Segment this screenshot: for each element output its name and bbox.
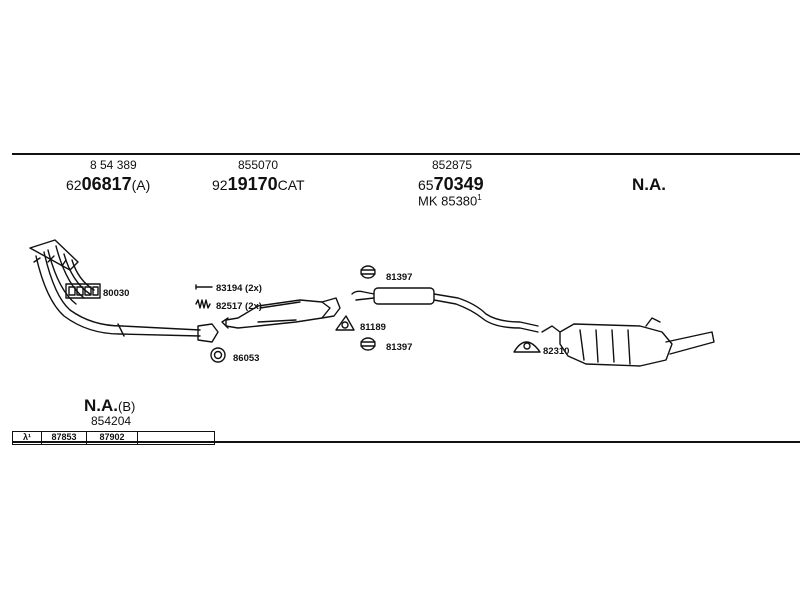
triangle-gasket (335, 315, 355, 331)
label-spring: 82517 (2x) (216, 301, 262, 312)
group2-tail: CAT (277, 177, 305, 193)
group2-ref: 855070 (238, 158, 279, 172)
label-rear-clamp: 82310 (543, 346, 570, 357)
label-gasket-mid: 81189 (360, 322, 386, 333)
label-manifold-gasket: 80030 (103, 288, 130, 299)
footer-na-text: N.A. (84, 396, 118, 415)
footer-na-tail: (B) (118, 399, 136, 414)
group2-lead: 92 (212, 177, 228, 193)
label-ring-gasket: 86053 (233, 353, 260, 364)
label-clamp-bottom: 81397 (386, 342, 413, 353)
clamp-bottom-icon (360, 337, 376, 351)
group1-part-number: 6206817(A) (66, 174, 150, 195)
top-divider (12, 153, 800, 155)
label-clamp-top: 81397 (386, 272, 413, 283)
group1-ref: 8 54 389 (90, 158, 137, 172)
group1-lead: 62 (66, 177, 82, 193)
spring-icon (195, 299, 211, 309)
group1-tail: (A) (131, 177, 151, 193)
middle-silencer (351, 287, 539, 333)
group3-mk-text: MK 85380 (418, 193, 478, 209)
group3-ref: 852875 (432, 158, 473, 172)
group3-mk-sup: 1 (477, 193, 482, 202)
lambda-table: λ¹ 87853 87902 (12, 431, 215, 445)
group3-part-number: 6570349 (418, 174, 484, 195)
group2-main: 19170 (227, 174, 278, 194)
group1-main: 06817 (81, 174, 132, 194)
manifold-gasket (65, 283, 101, 299)
group3-main: 70349 (433, 174, 484, 194)
footer-na: N.A.(B) (84, 396, 135, 416)
label-bolt: 83194 (2x) (216, 283, 262, 294)
group3-lead: 65 (418, 177, 434, 193)
group3-mk: MK 853801 (418, 193, 482, 208)
clamp-top-icon (360, 265, 376, 279)
exhaust-manifold (29, 239, 219, 343)
table-cell-lambda: λ¹ (13, 432, 42, 444)
footer-ref: 854204 (91, 414, 132, 428)
rear-clamp-icon (513, 341, 541, 353)
bolt-icon (195, 284, 213, 290)
rear-silencer (541, 317, 715, 367)
bottom-divider (12, 441, 800, 443)
group4-na: N.A. (632, 175, 666, 194)
table-cell-2: 87902 (87, 432, 138, 444)
table-cell-1: 87853 (42, 432, 87, 444)
ring-gasket (210, 347, 226, 363)
catalytic-converter (221, 297, 341, 329)
group2-part-number: 9219170CAT (212, 174, 305, 195)
